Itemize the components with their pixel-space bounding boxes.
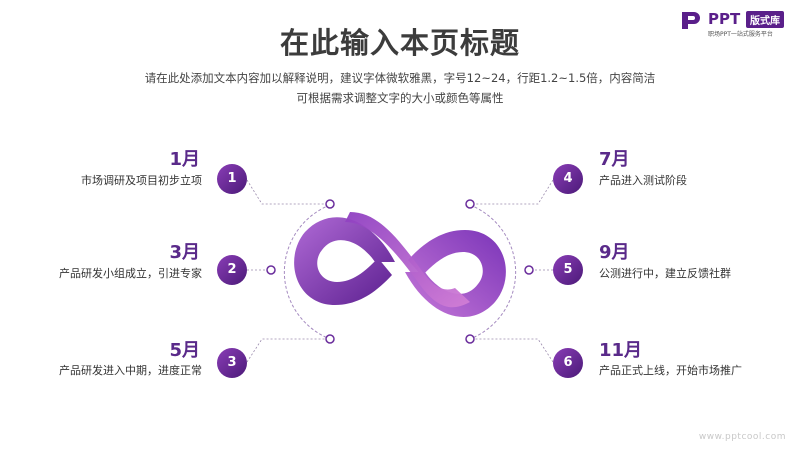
left-dashed-arc: [283, 204, 331, 340]
item-5-desc: 公测进行中，建立反馈社群: [599, 267, 731, 280]
item-6-badge: 6: [553, 348, 583, 378]
item-1-month: 1月: [169, 149, 200, 170]
footer-watermark: www.pptcool.com: [698, 432, 786, 442]
item-4-month: 7月: [599, 149, 630, 170]
connector-3: [246, 338, 330, 363]
page-subtitle: 请在此处添加文本内容加以解释说明，建议字体微软雅黑，字号12~24，行距1.2~…: [90, 68, 710, 108]
subtitle-line-2: 可根据需求调整文字的大小或颜色等属性: [296, 91, 504, 105]
item-6-desc: 产品正式上线，开始市场推广: [599, 364, 742, 377]
ring-dot-1: [325, 199, 335, 209]
ring-dot-3: [325, 334, 335, 344]
logo-slogan: 职场PPT一站式服务平台: [708, 31, 773, 38]
item-2-month: 3月: [169, 242, 200, 263]
item-1-badge: 1: [217, 164, 247, 194]
item-6-month: 11月: [599, 340, 643, 361]
item-2-badge: 2: [217, 255, 247, 285]
item-1-desc: 市场调研及项目初步立项: [81, 174, 202, 187]
item-4-badge: 4: [553, 164, 583, 194]
subtitle-line-1: 请在此处添加文本内容加以解释说明，建议字体微软雅黑，字号12~24，行距1.2~…: [144, 71, 656, 85]
ring-dot-5: [524, 265, 534, 275]
infinity-cross-band: [345, 212, 470, 308]
ring-dot-4: [465, 199, 475, 209]
brand-logo: PPT 版式库 职场PPT一站式服务平台: [680, 8, 795, 42]
item-3-badge: 3: [217, 348, 247, 378]
item-3-desc: 产品研发进入中期，进度正常: [59, 364, 202, 377]
right-dashed-arc: [469, 204, 517, 340]
logo-brand: PPT: [708, 10, 741, 28]
item-3-month: 5月: [169, 340, 200, 361]
logo-tag: 版式库: [746, 11, 784, 28]
item-4-desc: 产品进入测试阶段: [599, 174, 687, 187]
connector-1: [246, 179, 330, 205]
ring-dot-2: [266, 265, 276, 275]
connector-4: [470, 179, 554, 205]
page-title: 在此输入本页标题: [279, 26, 520, 60]
connector-6: [470, 338, 554, 363]
item-5-badge: 5: [553, 255, 583, 285]
infinity-left-loop: [294, 217, 395, 305]
ring-dot-6: [465, 334, 475, 344]
item-5-month: 9月: [599, 242, 630, 263]
logo-mark-icon: [682, 12, 700, 29]
item-2-desc: 产品研发小组成立，引进专家: [59, 267, 202, 280]
